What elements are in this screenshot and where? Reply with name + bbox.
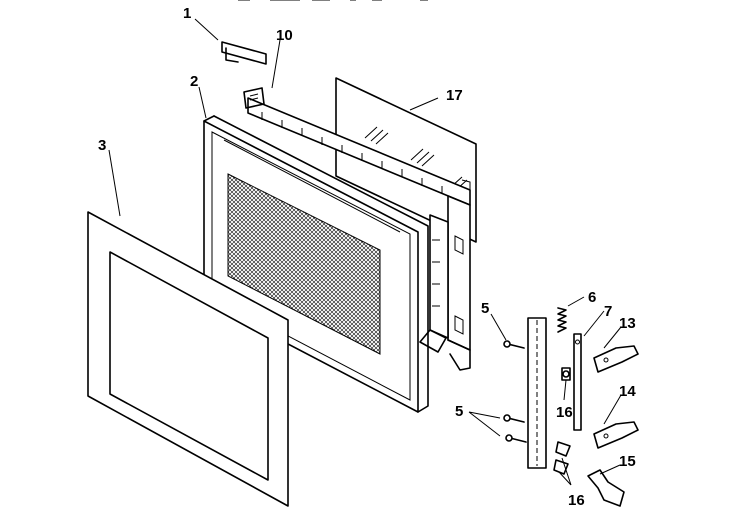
part-10-frame-assembly [243,87,471,371]
callout-13: 13 [619,315,636,332]
callout-7: 7 [604,303,612,320]
part-14-latch-hook [593,421,639,449]
callout-16-upper: 16 [556,404,573,421]
callout-1: 1 [183,5,191,22]
callout-3: 3 [98,137,106,154]
callout-16-lower: 16 [568,492,585,509]
callout-5-lower: 5 [455,403,463,420]
part-7-latch-lever [573,333,582,431]
part-13-latch-hook [593,345,639,373]
callout-5-upper: 5 [481,300,489,317]
callout-15: 15 [619,453,636,470]
callout-2: 2 [190,73,198,90]
part-3-outer-door-frame [87,211,289,507]
latch-bar-assembly [503,317,571,475]
part-15-hook [587,469,625,507]
part-6-spring [557,307,567,333]
callout-14: 14 [619,383,636,400]
leader-lines [108,18,622,486]
part-2-inner-door-panel [203,115,429,413]
part-1-bracket [221,41,267,65]
callout-10: 10 [276,27,293,44]
callout-6: 6 [588,289,596,306]
callout-labels: 1 10 2 17 3 6 7 5 13 16 14 5 15 16 [98,5,636,509]
callout-17: 17 [446,87,463,104]
